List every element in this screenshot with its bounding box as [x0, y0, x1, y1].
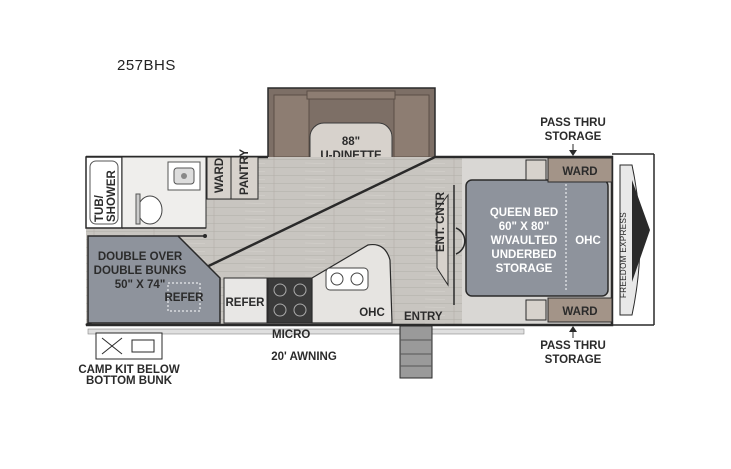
- micro-label: MICRO: [272, 329, 310, 341]
- entry-label: ENTRY: [404, 311, 443, 323]
- ward-pantry: WARD PANTRY: [206, 149, 259, 200]
- bunk-refer-label: REFER: [165, 292, 205, 304]
- shower-label: SHOWER: [106, 170, 118, 222]
- ohc-bed-label: OHC: [575, 235, 601, 247]
- queen-line5: STORAGE: [496, 263, 553, 275]
- entertainment-center: ENT. CNTR: [435, 185, 466, 305]
- bunks-line3: 50" X 74": [115, 279, 166, 291]
- queen-line4: UNDERBED: [491, 249, 556, 261]
- ward-small-label: WARD: [214, 158, 226, 193]
- pass-thru-top: PASS THRU STORAGE: [540, 117, 606, 156]
- pass-thru-top-line2: STORAGE: [545, 131, 602, 143]
- camp-kit: CAMP KIT BELOW BOTTOM BUNK: [78, 332, 180, 387]
- awning-label: 20' AWNING: [271, 351, 337, 363]
- model-name: 257BHS: [117, 57, 176, 74]
- brand-logo: FREEDOM EXPRESS: [619, 212, 628, 298]
- bunks-line2: DOUBLE BUNKS: [94, 265, 187, 277]
- camp-kit-line1: CAMP KIT BELOW: [78, 364, 180, 376]
- bathroom: TUB/ SHOWER: [85, 156, 207, 229]
- queen-line2: 60" X 80": [499, 221, 550, 233]
- pass-thru-bottom-line2: STORAGE: [545, 354, 602, 366]
- queen-line1: QUEEN BED: [490, 207, 558, 219]
- pantry-label: PANTRY: [239, 149, 251, 195]
- ohc-kitchen-label: OHC: [359, 307, 385, 319]
- pass-thru-bottom: PASS THRU STORAGE: [540, 326, 606, 366]
- dinette-size: 88": [342, 136, 360, 148]
- bunk-area: DOUBLE OVER DOUBLE BUNKS 50" X 74" REFER: [87, 234, 221, 324]
- ward-bottom-label: WARD: [562, 306, 597, 318]
- entry-steps: [399, 325, 433, 379]
- camp-kit-line2: BOTTOM BUNK: [86, 375, 173, 387]
- bedroom-wardrobes: WARD WARD: [525, 157, 613, 323]
- ward-top-label: WARD: [562, 166, 597, 178]
- queen-line3: W/VAULTED: [491, 235, 558, 247]
- tub-label: TUB/: [94, 194, 106, 222]
- kitchen: REFER OHC: [223, 243, 393, 324]
- pass-thru-bottom-line1: PASS THRU: [540, 340, 606, 352]
- queen-bed: QUEEN BED 60" X 80" W/VAULTED UNDERBED S…: [465, 179, 609, 297]
- awning: MICRO ENTRY 20' AWNING: [87, 311, 525, 363]
- ent-center-label: ENT. CNTR: [435, 191, 447, 252]
- refer-label: REFER: [226, 297, 266, 309]
- pass-thru-top-line1: PASS THRU: [540, 117, 606, 129]
- bunks-line1: DOUBLE OVER: [98, 251, 183, 263]
